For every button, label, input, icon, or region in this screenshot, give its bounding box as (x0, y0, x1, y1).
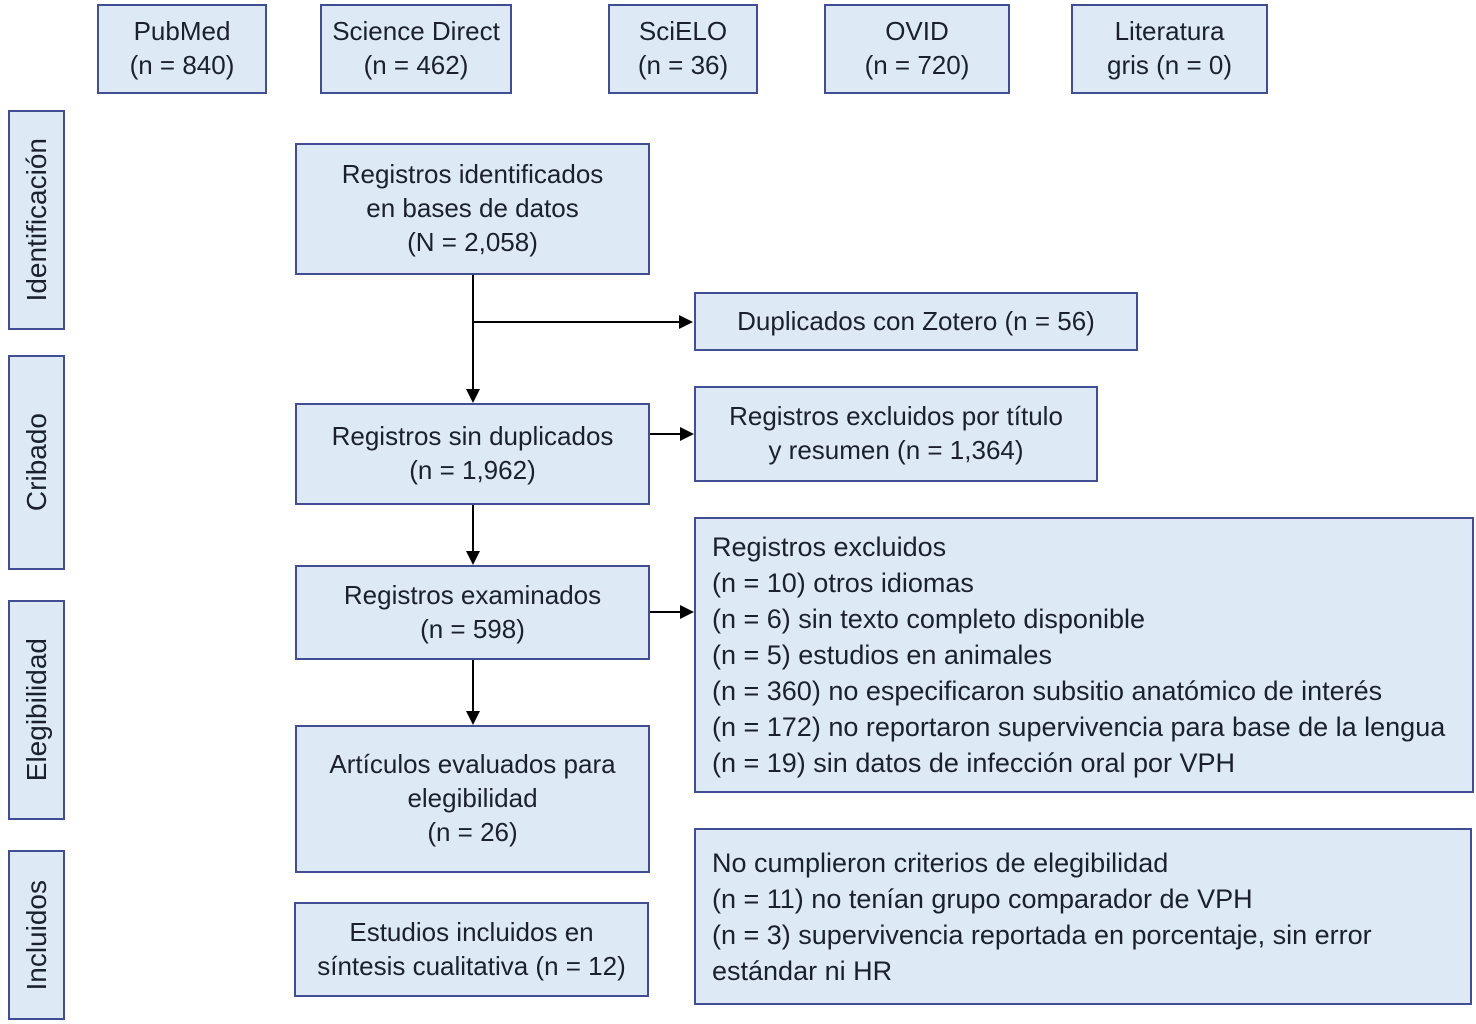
source-box-ovid: OVID (n = 720) (824, 4, 1010, 94)
source-box-science-direct: Science Direct (n = 462) (320, 4, 512, 94)
box-excluidos-titulo-resumen: Registros excluidos por título y resumen… (694, 386, 1098, 482)
arrowhead-right-title-excl (680, 427, 694, 441)
box-registros-identificados: Registros identificados en bases de dato… (295, 143, 650, 275)
box-duplicados-zotero: Duplicados con Zotero (n = 56) (694, 292, 1138, 351)
source-count: gris (n = 0) (1107, 50, 1232, 80)
arrowhead-right-excl-list (680, 605, 694, 619)
source-label: OVID (885, 16, 949, 47)
arrowhead-right-duplicates (679, 315, 693, 329)
source-box-literatura-gris: Literatura gris (n = 0) (1071, 4, 1268, 94)
box-articulos-evaluados: Artículos evaluados para elegibilidad (n… (295, 725, 650, 873)
box-registros-examinados: Registros examinados (n = 598) (295, 565, 650, 660)
exclusion-item: (n = 3) supervivencia reportada en porce… (712, 919, 1372, 986)
exclusion-item: (n = 6) sin texto completo disponible (712, 604, 1145, 634)
exclusion-item: (n = 19) sin datos de infección oral por… (712, 748, 1236, 778)
source-box-pubmed: PubMed (n = 840) (97, 4, 267, 94)
source-label: SciELO (638, 16, 728, 47)
source-box-scielo: SciELO (n = 36) (608, 4, 758, 94)
box-registros-excluidos-lista: Registros excluidos (n = 10) otros idiom… (694, 517, 1474, 793)
stage-label-identificacion: Identificación (8, 110, 65, 330)
arrowhead-down-screened (466, 551, 480, 565)
stage-label-cribado: Cribado (8, 355, 65, 570)
source-label: Science Direct (332, 16, 500, 47)
exclusion-item: (n = 5) estudios en animales (712, 640, 1052, 670)
box-no-cumplieron-criterios: No cumplieron criterios de elegibilidad … (694, 828, 1472, 1005)
box-estudios-incluidos: Estudios incluidos en síntesis cualitati… (294, 902, 649, 997)
exclusion-list-title: Registros excluidos (712, 532, 947, 562)
source-label: PubMed (133, 16, 231, 47)
source-count: (n = 462) (363, 50, 469, 80)
exclusion-item: (n = 10) otros idiomas (712, 568, 974, 598)
exclusion-list-title: No cumplieron criterios de elegibilidad (712, 847, 1169, 878)
source-count: (n = 720) (864, 50, 970, 80)
exclusion-item: (n = 11) no tenían grupo comparador de V… (712, 883, 1253, 914)
stage-label-incluidos: Incluidos (8, 850, 65, 1020)
arrowhead-down-dedup (466, 389, 480, 403)
source-count: (n = 840) (129, 50, 235, 80)
exclusion-item: (n = 360) no especificaron subsitio anat… (712, 676, 1383, 706)
stage-label-elegibilidad: Elegibilidad (8, 600, 65, 820)
box-registros-sin-duplicados: Registros sin duplicados (n = 1,962) (295, 403, 650, 505)
source-count: (n = 36) (637, 50, 729, 80)
arrowhead-down-assessed (466, 711, 480, 725)
exclusion-item: (n = 172) no reportaron supervivencia pa… (712, 712, 1446, 742)
source-label: Literatura (1114, 16, 1225, 47)
